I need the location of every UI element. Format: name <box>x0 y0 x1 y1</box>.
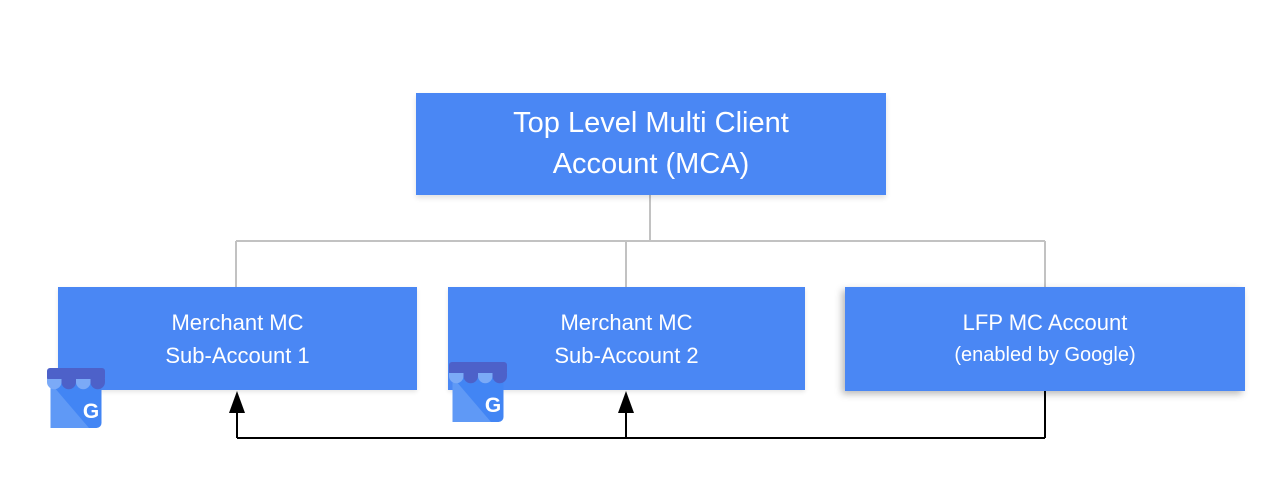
node-label-line1: LFP MC Account <box>962 310 1128 335</box>
lfp-flow-connector-lines <box>236 391 1046 439</box>
node-label-line1: Merchant MC <box>560 309 693 335</box>
google-g-letter: G <box>83 400 99 423</box>
google-business-storefront-icon: G <box>47 368 105 428</box>
awning-scallops <box>47 379 105 390</box>
node-label-line2: Account (MCA) <box>552 148 750 180</box>
google-g-letter: G <box>485 394 501 417</box>
tree-connector-lines <box>235 195 1046 287</box>
awning-bar <box>449 362 507 375</box>
google-business-storefront-icon: G <box>449 362 507 422</box>
node-merchant-sub-account-2: Merchant MC Sub-Account 2 <box>448 287 805 390</box>
node-lfp-mc-account: LFP MC Account (enabled by Google) <box>845 287 1245 391</box>
node-label-line2: Sub-Account 1 <box>165 342 310 368</box>
node-label-line1: Top Level Multi Client <box>513 107 789 139</box>
node-label-line2: Sub-Account 2 <box>554 342 699 368</box>
arrowhead-to-sub-account-1 <box>229 391 245 413</box>
awning-scallops <box>449 373 507 384</box>
storefront-fold <box>452 377 491 422</box>
node-merchant-sub-account-1: Merchant MC Sub-Account 1 <box>58 287 417 390</box>
awning-bar <box>47 368 105 381</box>
node-top-level-mca: Top Level Multi Client Account (MCA) <box>416 93 886 195</box>
node-label-line1: Merchant MC <box>171 309 304 335</box>
flow-arrowheads <box>229 391 634 413</box>
storefront-fold <box>50 383 89 428</box>
arrowhead-to-sub-account-2 <box>618 391 634 413</box>
node-label-line2: (enabled by Google) <box>954 344 1136 366</box>
